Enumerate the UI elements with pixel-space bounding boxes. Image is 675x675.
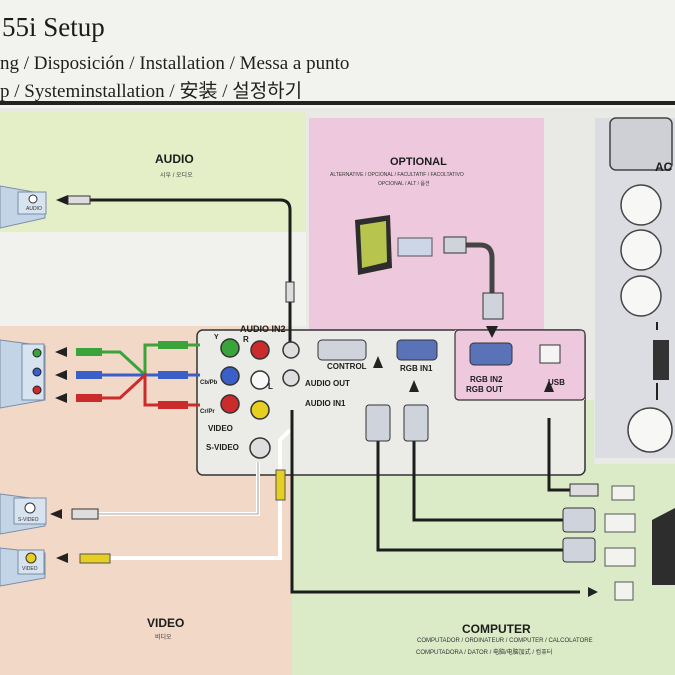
svideo-port-label: S-VIDEO	[206, 443, 239, 452]
rgb-cable	[412, 420, 565, 522]
optional-cable-plug	[443, 236, 467, 254]
rgb-plug	[403, 404, 429, 442]
monitor-icon	[355, 215, 392, 275]
pc-rgb-plug	[562, 507, 596, 533]
audio-zone	[0, 112, 306, 232]
optional-cable-plug-bottom	[482, 292, 504, 320]
component-device	[0, 339, 46, 409]
page-subtitle-line1: ng / Disposición / Installation / Messa …	[0, 53, 350, 74]
svideo-arrow	[50, 509, 62, 519]
computer-subtitle-2: COMPUTADORA / DATOR / 电脑/电脑加式 / 컴퓨터	[416, 650, 553, 656]
video-device	[0, 547, 46, 587]
audio-in1-cable	[290, 410, 580, 594]
computer-subtitle-1: COMPUTADOR / ORDINATEUR / COMPUTER / CAL…	[417, 638, 593, 644]
panel-jacks	[220, 338, 300, 459]
computer-ports	[604, 485, 636, 601]
audio-arrow	[56, 195, 68, 205]
svideo-device	[0, 493, 47, 535]
control-arrow	[373, 356, 383, 368]
computer-zone	[292, 464, 675, 675]
audio-device	[0, 185, 47, 229]
monitor-port	[397, 237, 433, 257]
optional-subtitle-2: OPCIONAL / ALT / 옵션	[378, 181, 430, 187]
ac-outlet-group	[609, 117, 673, 317]
audio-in1-label: AUDIO IN1	[305, 399, 346, 408]
header-divider	[0, 101, 675, 105]
svideo-plug	[71, 508, 99, 520]
control-cable	[376, 418, 565, 552]
audio-in2-label: AUDIO IN2	[240, 324, 286, 334]
audio-in1-arrow	[588, 587, 598, 597]
computer-title: COMPUTER	[462, 622, 531, 636]
control-plug	[365, 404, 391, 442]
svideo-device-label: S-VIDEO	[18, 517, 39, 523]
optional-title: OPTIONAL	[390, 156, 447, 168]
audio-out-label: AUDIO OUT	[305, 379, 350, 388]
page-subtitle-line2: p / Systeminstallation / 安装 / 설정하기	[0, 81, 303, 102]
video-subtitle: 비디오	[155, 635, 172, 641]
rgb-in1-port	[396, 339, 438, 361]
rgb-in2-port	[469, 342, 513, 366]
audio-plug	[67, 195, 91, 205]
cr-label: Cr/Pr	[200, 409, 215, 415]
cb-label: Cb/Pb	[200, 380, 218, 386]
r-label: R	[243, 335, 249, 344]
video-plug	[79, 553, 111, 564]
optional-arrow	[486, 326, 498, 338]
blank-zone	[0, 232, 306, 326]
ac-plug	[653, 340, 669, 380]
panel-outline-right	[454, 329, 586, 401]
optional-subtitle-1: ALTERNATIVE / OPCIONAL / FACULTATIF / FA…	[330, 172, 464, 178]
component-plugs	[55, 341, 188, 409]
control-label: CONTROL	[327, 362, 367, 371]
y-label: Y	[214, 334, 219, 341]
usb-port	[539, 344, 561, 364]
control-port	[317, 339, 367, 361]
audio-cable	[88, 198, 292, 345]
video-arrow	[56, 553, 68, 563]
page-header: 55i Setup ng / Disposición / Installatio…	[0, 0, 675, 108]
audio-subtitle: 시우 / 오디오	[160, 173, 193, 179]
audio-title: AUDIO	[155, 152, 194, 166]
audio-device-label: AUDIO	[26, 206, 42, 212]
rgb-in1-label: RGB IN1	[400, 364, 433, 373]
video-port-label: VIDEO	[208, 424, 233, 433]
video-device-label: VIDEO	[22, 566, 38, 572]
computer-icon	[652, 508, 675, 585]
ac-socket	[627, 407, 673, 453]
l-label: L	[268, 382, 273, 391]
optional-cable	[455, 242, 495, 300]
rgb-arrow	[409, 380, 419, 392]
usb-label: USB	[548, 378, 565, 387]
page-title: 55i Setup	[2, 12, 105, 42]
rgb-out-label: RGB OUT	[466, 385, 503, 394]
usb-cable	[547, 418, 575, 492]
rgb-in2-label: RGB IN2	[470, 375, 503, 384]
audio-plug-top	[285, 281, 295, 303]
video-title: VIDEO	[147, 616, 185, 630]
pc-serial-plug	[562, 537, 596, 563]
pc-usb-plug	[569, 483, 599, 497]
video-plug-top	[275, 469, 286, 501]
usb-arrow	[544, 380, 554, 392]
ac-title: AC	[655, 160, 673, 174]
